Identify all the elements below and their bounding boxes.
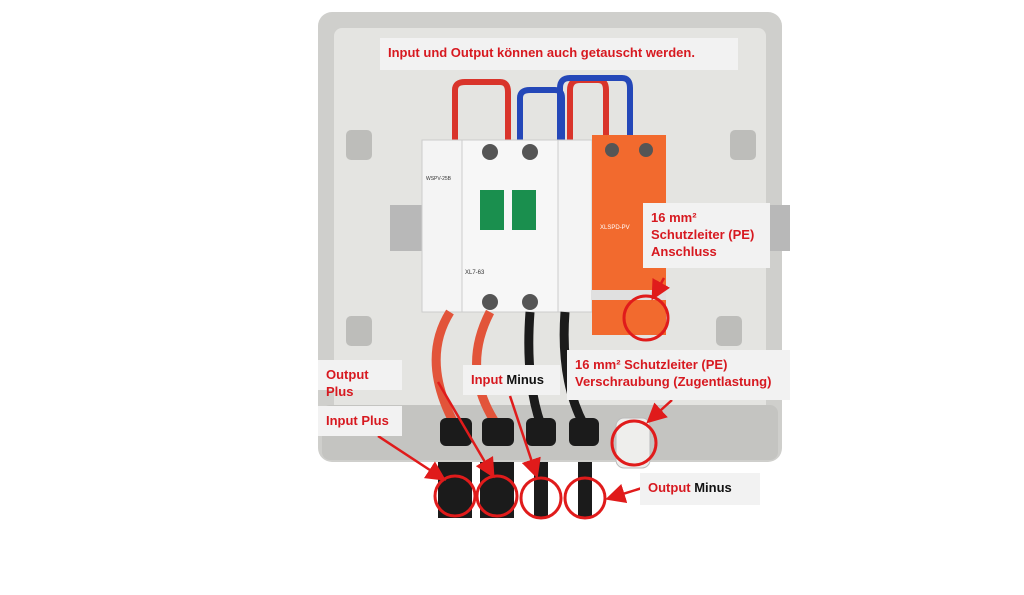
output-plus-label: Output Plus bbox=[318, 360, 402, 399]
breaker-model-text: XL7-63 bbox=[465, 270, 485, 276]
input-minus-black: Minus bbox=[502, 372, 544, 387]
pe-gland-label: 16 mm² Schutzleiter (PE) Verschraubung (… bbox=[567, 350, 790, 400]
dc-breaker bbox=[461, 139, 559, 313]
annotation-circles bbox=[433, 294, 670, 520]
fuse-holder-left bbox=[421, 139, 463, 313]
terminal-screws bbox=[482, 143, 653, 310]
top-note-label: Input und Output können auch getauscht w… bbox=[380, 38, 738, 70]
input-plus-label: Input Plus bbox=[318, 406, 402, 436]
pe-connection-line3: Anschluss bbox=[651, 244, 717, 259]
fuse-holder-right bbox=[557, 139, 593, 313]
pe-connection-line2: Schutzleiter (PE) bbox=[651, 227, 755, 242]
breaker-toggle bbox=[480, 190, 504, 230]
annotation-arrows bbox=[377, 277, 673, 504]
spd-stripe bbox=[592, 290, 666, 300]
pe-connection-line1: 16 mm² bbox=[651, 210, 697, 225]
fuse-model-text: WSPV-25B bbox=[426, 176, 452, 182]
mounting-posts bbox=[346, 130, 756, 346]
output-minus-red: Output bbox=[648, 480, 691, 495]
pe-gland-line2: Verschraubung (Zugentlastung) bbox=[575, 374, 772, 389]
top-cables bbox=[452, 75, 633, 150]
output-minus-black: Minus bbox=[690, 480, 732, 495]
pe-gland-line1: 16 mm² Schutzleiter (PE) bbox=[575, 357, 728, 372]
breaker-toggle bbox=[512, 190, 536, 230]
input-minus-red: Input bbox=[471, 372, 503, 387]
output-minus-label: Output Minus bbox=[640, 473, 760, 505]
pe-connection-label: 16 mm² Schutzleiter (PE) Anschluss bbox=[643, 203, 770, 268]
pe-gland bbox=[615, 417, 651, 469]
input-minus-label: Input Minus bbox=[463, 365, 560, 395]
spd-model-text: XLSPD-PV bbox=[600, 225, 630, 231]
